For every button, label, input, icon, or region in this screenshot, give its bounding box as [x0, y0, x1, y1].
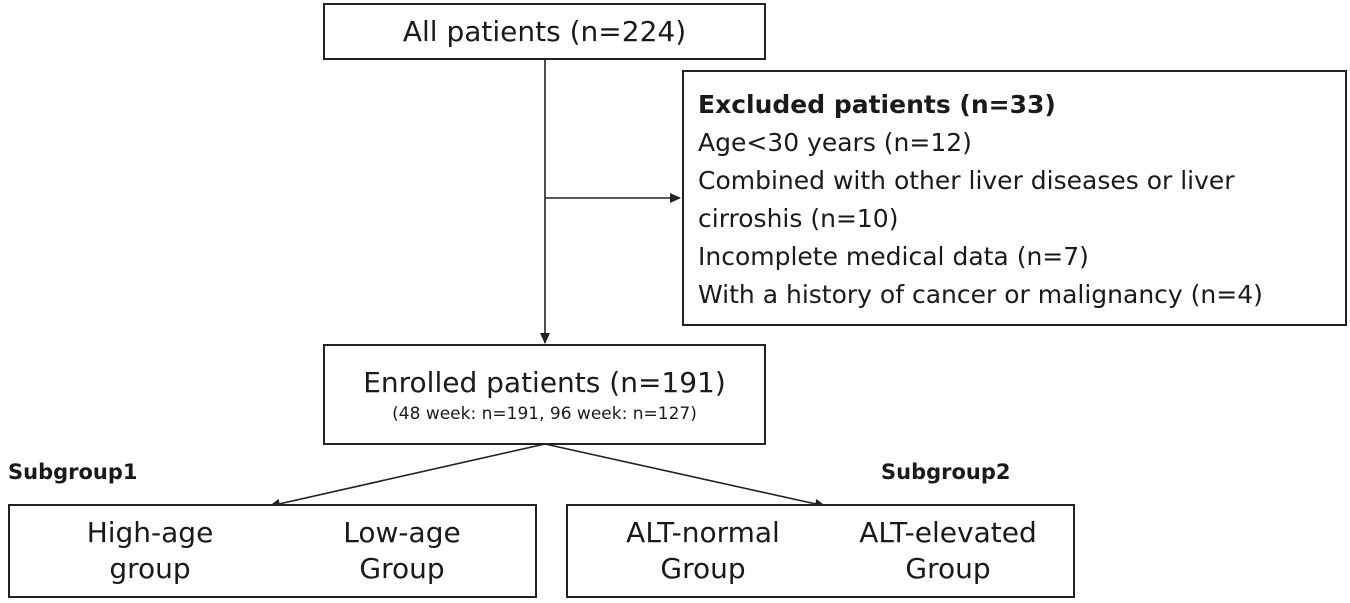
- low-age-group: Low-age Group: [302, 506, 502, 596]
- alt-normal-line1: ALT-normal: [626, 516, 780, 549]
- excluded-item: Age<30 years (n=12): [698, 128, 972, 157]
- excluded-item: Combined with other liver diseases or li…: [698, 166, 1235, 195]
- excluded-item: cirroshis (n=10): [698, 204, 899, 233]
- low-age-line1: Low-age: [343, 516, 461, 549]
- alt-normal-line2: Group: [660, 552, 746, 585]
- subgroup2-box: ALT-normal Group ALT-elevated Group: [566, 504, 1075, 598]
- enrolled-patients-box: Enrolled patients (n=191) (48 week: n=19…: [323, 344, 766, 445]
- subgroup1-box: High-age group Low-age Group: [8, 504, 537, 598]
- excluded-title: Excluded patients (n=33): [698, 90, 1056, 119]
- high-age-group: High-age group: [50, 506, 250, 596]
- subgroup1-label: Subgroup1: [8, 460, 138, 484]
- low-age-line2: Group: [359, 552, 445, 585]
- alt-normal-group: ALT-normal Group: [598, 506, 808, 596]
- excluded-patients-box: Excluded patients (n=33) Age<30 years (n…: [682, 70, 1347, 326]
- enrolled-detail: (48 week: n=191, 96 week: n=127): [392, 403, 697, 424]
- alt-elevated-line2: Group: [905, 552, 991, 585]
- alt-elevated-line1: ALT-elevated: [859, 516, 1037, 549]
- excluded-item: With a history of cancer or malignancy (…: [698, 280, 1263, 309]
- excluded-item: Incomplete medical data (n=7): [698, 242, 1089, 271]
- high-age-line1: High-age: [86, 516, 214, 549]
- high-age-line2: group: [109, 552, 191, 585]
- subgroup1-arrow: [269, 443, 546, 509]
- all-patients-label: All patients (n=224): [402, 14, 687, 48]
- subgroup2-label: Subgroup2: [881, 460, 1011, 484]
- subgroup2-arrow: [544, 443, 826, 509]
- all-patients-box: All patients (n=224): [323, 3, 766, 60]
- enrolled-title: Enrolled patients (n=191): [363, 365, 726, 399]
- alt-elevated-group: ALT-elevated Group: [830, 506, 1066, 596]
